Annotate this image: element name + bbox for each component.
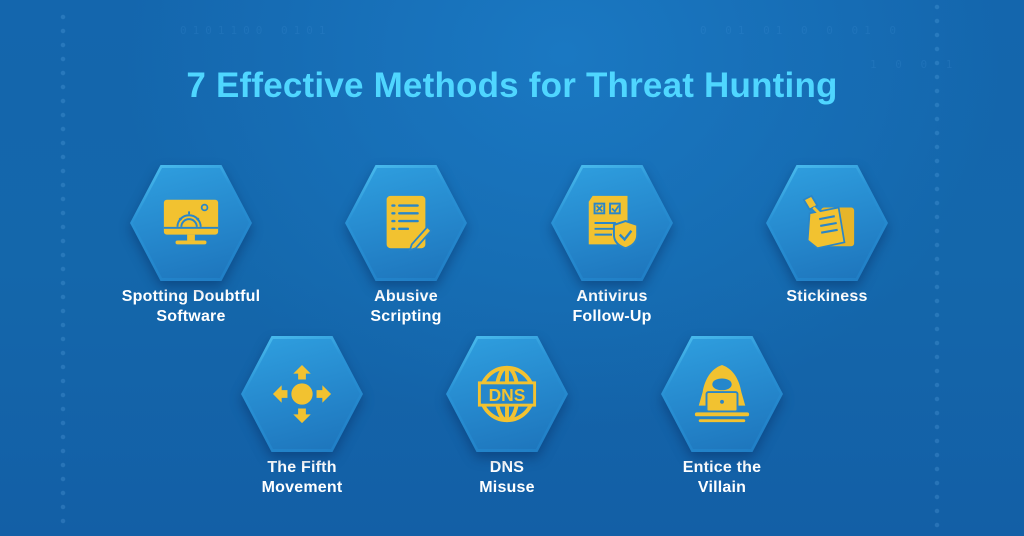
method-entice-the-villain: Entice the Villain xyxy=(622,336,822,498)
method-label-line1: Stickiness xyxy=(786,288,868,305)
method-label-line1: Entice the xyxy=(682,459,762,476)
hexagon xyxy=(551,165,673,281)
method-label-line1: Abusive xyxy=(374,288,438,305)
svg-text:DNS: DNS xyxy=(489,385,526,405)
dns-globe-icon: DNS xyxy=(477,365,537,423)
method-abusive-scripting: Abusive Scripting xyxy=(306,165,506,327)
method-label-line2: Software xyxy=(156,308,226,325)
hexagon xyxy=(345,165,467,281)
method-antivirus-follow-up: Antivirus Follow-Up xyxy=(512,165,712,327)
binary-digits: 0 01 01 0 0 01 0 xyxy=(700,24,902,37)
document-pen-icon xyxy=(386,195,433,252)
method-stickiness: Stickiness xyxy=(727,165,927,307)
hexagon xyxy=(661,336,783,452)
method-dns-misuse: DNS DNS Misuse xyxy=(407,336,607,498)
method-label-line1: DNS xyxy=(489,459,525,476)
method-spotting-doubtful-software: Spotting Doubtful Software xyxy=(91,165,291,327)
method-label-line2: Movement xyxy=(261,479,343,496)
method-label-line1: Spotting Doubtful xyxy=(121,288,261,305)
method-label-line2: Misuse xyxy=(479,479,535,496)
hooded-hacker-laptop-icon xyxy=(694,364,750,423)
hexagon xyxy=(241,336,363,452)
monitor-gear-icon xyxy=(163,199,219,245)
method-label-line2: Follow-Up xyxy=(572,308,652,325)
sticky-note-pin-icon xyxy=(802,194,855,250)
method-label-line2: Villain xyxy=(697,479,747,496)
checklist-shield-icon xyxy=(588,195,639,250)
hexagon xyxy=(130,165,252,281)
method-label-line1: Antivirus xyxy=(576,288,648,305)
page-title: 7 Effective Methods for Threat Hunting xyxy=(186,66,838,105)
four-arrows-move-icon xyxy=(272,364,332,424)
method-label-line2: Scripting xyxy=(370,308,442,325)
hexagon: DNS xyxy=(446,336,568,452)
hexagon xyxy=(766,165,888,281)
binary-digits: 0101100 0101 xyxy=(180,24,332,37)
method-the-fifth-movement: The Fifth Movement xyxy=(202,336,402,498)
method-label-line1: The Fifth xyxy=(267,459,337,476)
